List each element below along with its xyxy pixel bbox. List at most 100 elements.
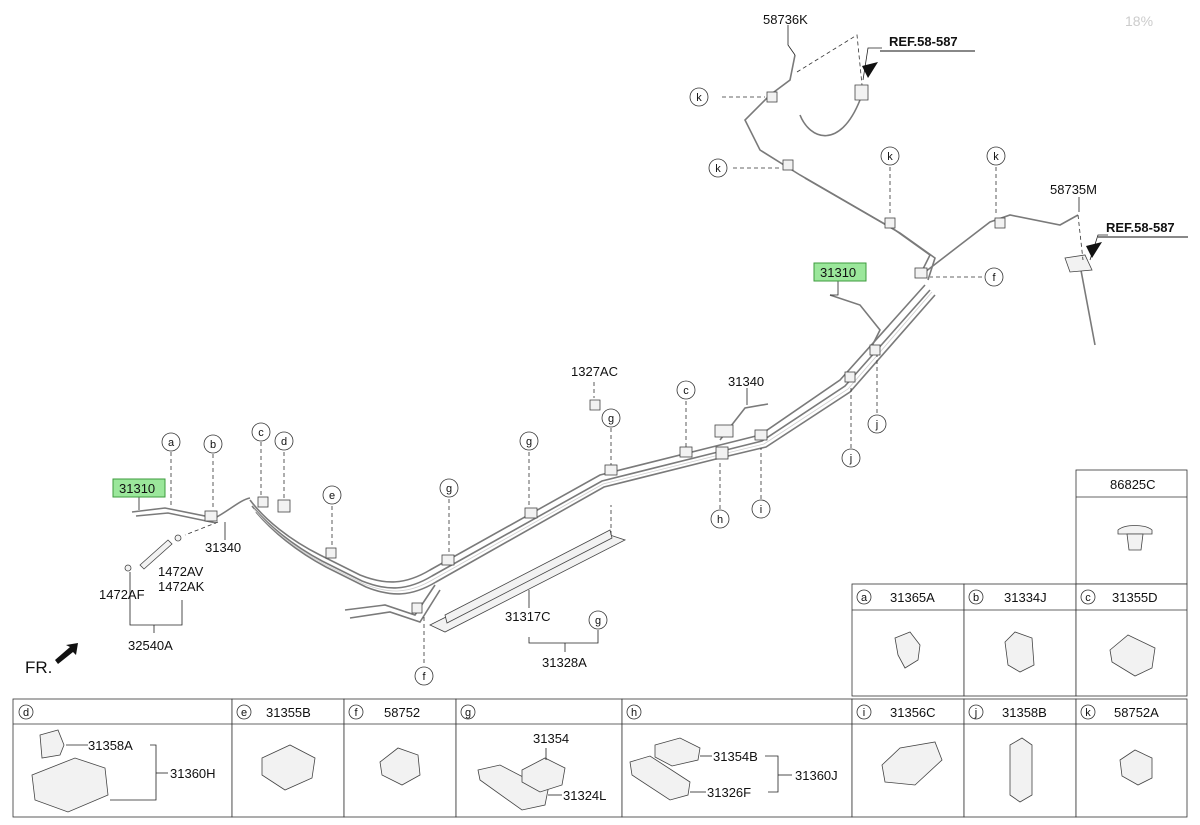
- part-label-1472AK: 1472AK: [158, 579, 205, 594]
- svg-text:a: a: [168, 437, 175, 449]
- svg-text:31355B: 31355B: [266, 705, 311, 720]
- callout-k-1[interactable]: k: [689, 87, 709, 107]
- clip-31354-icon: [521, 757, 566, 793]
- svg-text:k: k: [1085, 707, 1091, 719]
- svg-text:h: h: [631, 707, 637, 719]
- svg-text:58752A: 58752A: [1114, 705, 1159, 720]
- clip-31365A-icon: [894, 631, 921, 669]
- legend-cell-k[interactable]: k 58752A: [1075, 698, 1188, 818]
- legend-cell-a[interactable]: a 31365A: [851, 583, 965, 697]
- legend-cell-g[interactable]: g 31354 31324L: [455, 698, 623, 818]
- part-label-31340-center: 31340: [728, 374, 764, 389]
- callout-f-top[interactable]: f: [984, 267, 1004, 287]
- front-arrow-icon: [55, 643, 78, 664]
- svg-text:31358B: 31358B: [1002, 705, 1047, 720]
- svg-text:b: b: [973, 592, 979, 604]
- svg-text:31356C: 31356C: [890, 705, 936, 720]
- part-label-31317C: 31317C: [505, 609, 551, 624]
- callout-k-4[interactable]: k: [986, 146, 1006, 166]
- svg-text:31324L: 31324L: [563, 788, 606, 803]
- callout-b[interactable]: b: [203, 434, 223, 454]
- callout-leaders: [170, 34, 1084, 663]
- svg-text:k: k: [887, 151, 893, 163]
- svg-text:e: e: [329, 490, 335, 502]
- callout-h[interactable]: h: [710, 509, 730, 529]
- svg-text:b: b: [210, 439, 216, 451]
- legend-cell-b[interactable]: b 31334J: [963, 583, 1077, 697]
- svg-text:31334J: 31334J: [1004, 590, 1047, 605]
- callout-j-2[interactable]: j: [841, 448, 861, 468]
- svg-text:31358A: 31358A: [88, 738, 133, 753]
- part-label-58735M: 58735M: [1050, 182, 1097, 197]
- callout-d[interactable]: d: [274, 431, 294, 451]
- svg-text:31360J: 31360J: [795, 768, 838, 783]
- clip-31356C-icon: [881, 741, 943, 786]
- legend-cell-86825C[interactable]: 86825C: [1075, 469, 1188, 585]
- legend-table: 86825C a 31365A b 31334J c 31355D: [12, 469, 1188, 818]
- svg-text:i: i: [760, 504, 762, 516]
- svg-text:d: d: [281, 436, 287, 448]
- svg-text:58752: 58752: [384, 705, 420, 720]
- ref-label-right[interactable]: REF.58-587: [1106, 220, 1175, 235]
- svg-text:g: g: [446, 483, 452, 495]
- part-label-31310-top[interactable]: 31310: [820, 265, 856, 280]
- svg-text:f: f: [422, 671, 426, 683]
- part-label-1472AV: 1472AV: [158, 564, 204, 579]
- callout-j-1[interactable]: j: [867, 414, 887, 434]
- callout-g-3[interactable]: g: [588, 610, 608, 630]
- svg-text:d: d: [23, 707, 29, 719]
- callout-g-1[interactable]: g: [439, 478, 459, 498]
- svg-text:a: a: [861, 592, 868, 604]
- callout-f-bottom[interactable]: f: [414, 666, 434, 686]
- legend-cell-e[interactable]: e 31355B: [231, 698, 345, 818]
- svg-text:j: j: [974, 707, 977, 719]
- part-label-31328A: 31328A: [542, 655, 587, 670]
- svg-text:31365A: 31365A: [890, 590, 935, 605]
- legend-cell-j[interactable]: j 31358B: [963, 698, 1077, 818]
- callout-e[interactable]: e: [322, 485, 342, 505]
- clip-31358B-icon: [1009, 737, 1033, 803]
- callout-c-left[interactable]: c: [251, 422, 271, 442]
- callout-a[interactable]: a: [161, 432, 181, 452]
- legend-cell-c[interactable]: c 31355D: [1075, 583, 1188, 697]
- svg-text:c: c: [258, 427, 264, 439]
- brake-tube-assembly: [124, 54, 1096, 633]
- svg-text:e: e: [241, 707, 247, 719]
- callout-i[interactable]: i: [751, 499, 771, 519]
- part-label-32540A: 32540A: [128, 638, 173, 653]
- clip-86825C-icon: [1117, 525, 1153, 535]
- page-number: 18%: [1125, 13, 1153, 29]
- svg-text:f: f: [354, 707, 358, 719]
- callout-k-2[interactable]: k: [708, 158, 728, 178]
- callout-g-center[interactable]: g: [601, 408, 621, 428]
- svg-text:k: k: [696, 92, 702, 104]
- clip-31360H-icon: [31, 757, 109, 813]
- part-label-31310-left[interactable]: 31310: [119, 481, 155, 496]
- part-label-31340-left: 31340: [205, 540, 241, 555]
- clip-58752-icon: [379, 747, 421, 786]
- svg-text:31355D: 31355D: [1112, 590, 1158, 605]
- svg-text:g: g: [608, 413, 614, 425]
- svg-text:g: g: [465, 707, 471, 719]
- ref-label-top[interactable]: REF.58-587: [889, 34, 958, 49]
- svg-text:k: k: [715, 163, 721, 175]
- clip-31355D-icon: [1109, 634, 1156, 677]
- svg-text:g: g: [595, 615, 601, 627]
- callout-k-3[interactable]: k: [880, 146, 900, 166]
- clip-31334J-icon: [1004, 631, 1035, 673]
- part-label-58736K: 58736K: [763, 12, 808, 27]
- legend-cell-i[interactable]: i 31356C: [851, 698, 965, 818]
- callout-c-center[interactable]: c: [676, 380, 696, 400]
- svg-text:31354B: 31354B: [713, 749, 758, 764]
- legend-cell-f[interactable]: f 58752: [343, 698, 457, 818]
- part-label-1472AF: 1472AF: [99, 587, 145, 602]
- svg-text:j: j: [875, 419, 878, 431]
- callouts: k k k k f j j c g h i a b c d e g g g f: [161, 87, 1006, 686]
- clip-58752A-icon: [1119, 749, 1153, 786]
- svg-text:c: c: [683, 385, 689, 397]
- part-leaders: [129, 25, 1108, 652]
- callout-g-2[interactable]: g: [519, 431, 539, 451]
- legend-cell-h[interactable]: h 31354B 31360J 31326F: [621, 698, 853, 818]
- legend-cell-d[interactable]: d 31358A 31360H: [12, 698, 233, 818]
